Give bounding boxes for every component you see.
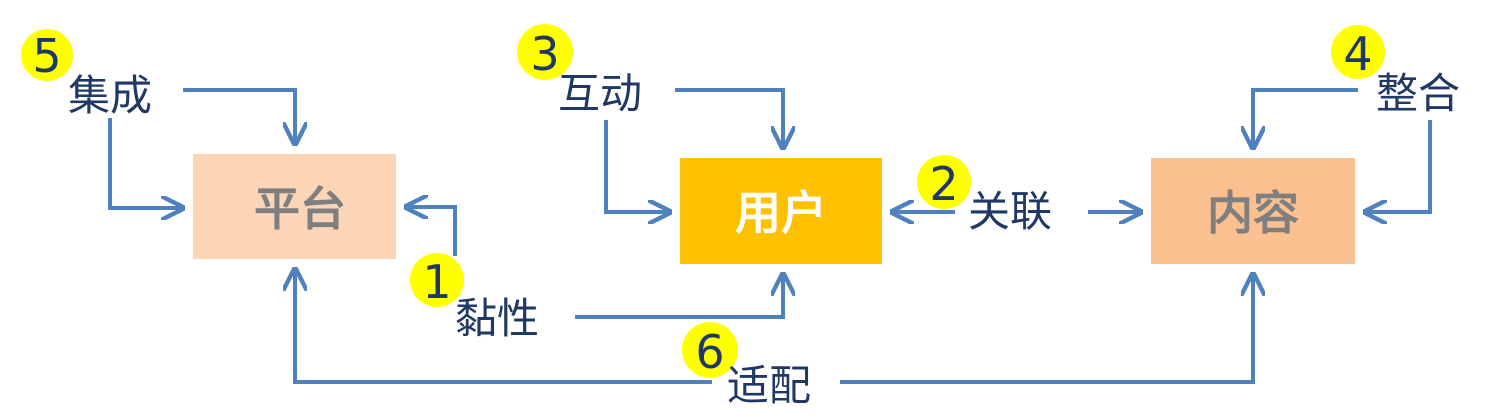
- adaptation-to-platform-arrow: [295, 271, 712, 384]
- badge-6-number: 6: [695, 325, 724, 379]
- association-label: 关联: [968, 187, 1052, 236]
- badge-2-number: 2: [929, 157, 958, 211]
- stickiness-label: 黏性: [455, 294, 539, 343]
- integration-to-platform-top-arrow: [183, 88, 295, 142]
- badge-1-number: 1: [422, 255, 451, 309]
- consolidation-to-content-right-arrow: [1367, 120, 1432, 212]
- content-label: 内容: [1207, 186, 1299, 240]
- relation-adaptation: 6 适配: [682, 322, 811, 410]
- content-node: 内容: [1151, 158, 1355, 264]
- user-label: 用户: [735, 186, 827, 240]
- badge-3-number: 3: [530, 27, 559, 81]
- badge-5-number: 5: [32, 29, 61, 83]
- integration-to-platform-left-arrow: [108, 118, 181, 208]
- stickiness-to-platform-arrow: [408, 207, 457, 256]
- user-box: [680, 158, 882, 264]
- badge-2: [917, 155, 971, 209]
- stickiness-to-user-arrow: [575, 276, 783, 319]
- consolidation-to-content-top-arrow: [1253, 88, 1358, 146]
- consolidation-label: 整合: [1376, 69, 1460, 118]
- interaction-label: 互动: [558, 69, 642, 118]
- relation-association: 2 关联: [917, 155, 1052, 236]
- platform-label: 平台: [254, 182, 346, 236]
- adaptation-label: 适配: [727, 361, 811, 410]
- interaction-to-user-left-arrow: [604, 120, 668, 212]
- integration-label: 集成: [68, 71, 152, 120]
- badge-4-number: 4: [1343, 27, 1372, 81]
- relation-stickiness: 1 黏性: [410, 253, 539, 343]
- platform-box: [193, 154, 396, 259]
- content-box: [1151, 158, 1355, 264]
- adaptation-to-content-arrow: [840, 276, 1253, 384]
- relation-integration: 5 集成: [21, 29, 152, 120]
- badge-6: [682, 322, 738, 378]
- interaction-to-user-top-arrow: [675, 88, 783, 146]
- badge-1: [410, 253, 464, 307]
- badge-4: [1331, 25, 1385, 79]
- badge-3: [517, 24, 573, 80]
- badge-5: [21, 29, 73, 81]
- platform-node: 平台: [193, 154, 396, 259]
- relation-consolidation: 4 整合: [1331, 25, 1460, 118]
- user-node: 用户: [680, 158, 882, 264]
- relation-interaction: 3 互动: [517, 24, 642, 118]
